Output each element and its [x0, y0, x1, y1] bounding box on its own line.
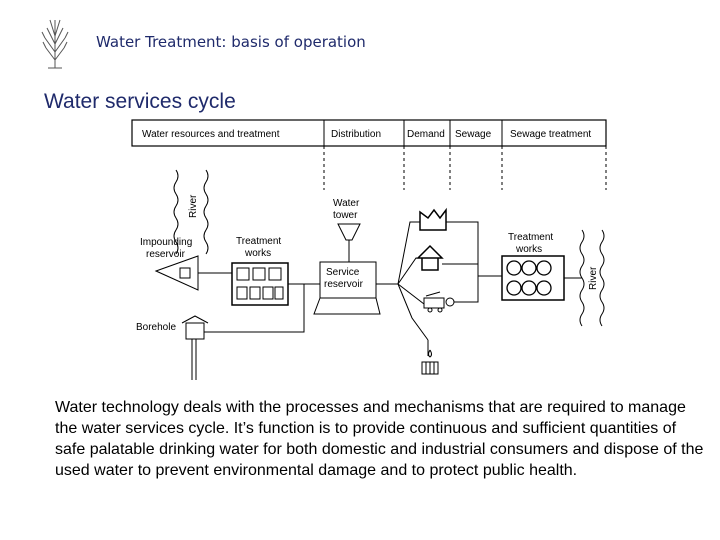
service-label: Service — [326, 267, 360, 278]
column-label: Distribution — [331, 129, 381, 140]
tap-icon — [421, 349, 439, 375]
slide-title: Water services cycle — [44, 90, 236, 113]
column-label: Sewage — [455, 129, 492, 140]
fire-engine-icon — [423, 291, 455, 313]
river-left-label: River — [188, 194, 199, 218]
column-label: Demand — [407, 129, 445, 140]
factory-icon — [419, 207, 447, 231]
river-left — [173, 169, 209, 255]
treatment-label: works — [244, 248, 271, 259]
description-paragraph: Water technology deals with the processe… — [55, 399, 704, 479]
river-right — [579, 229, 605, 327]
impounding-label: Impounding — [140, 237, 192, 248]
borehole-label: Borehole — [136, 322, 176, 333]
column-label: Sewage treatment — [510, 129, 591, 140]
sewage-treatment-label: works — [515, 244, 542, 255]
water-cycle-diagram: Water resources and treatment Distributi… — [131, 119, 607, 380]
tower-label: tower — [333, 210, 358, 221]
water-tower-icon — [337, 223, 361, 241]
sewage-treatment-label: Treatment — [508, 232, 553, 243]
impounding-label: reservoir — [146, 249, 186, 260]
river-right-label: River — [588, 266, 599, 290]
borehole-icon — [185, 322, 205, 340]
tower-label: Water — [333, 198, 360, 209]
house-icon — [416, 244, 444, 271]
service-label: reservoir — [324, 279, 364, 290]
plant-logo-icon — [41, 19, 69, 69]
column-header-box — [131, 119, 607, 147]
treatment-label: Treatment — [236, 236, 281, 247]
column-label: Water resources and treatment — [142, 129, 280, 140]
header-title: Water Treatment: basis of operation — [96, 33, 366, 51]
service-reservoir-icon — [319, 261, 377, 299]
reservoir-icon — [154, 255, 199, 291]
